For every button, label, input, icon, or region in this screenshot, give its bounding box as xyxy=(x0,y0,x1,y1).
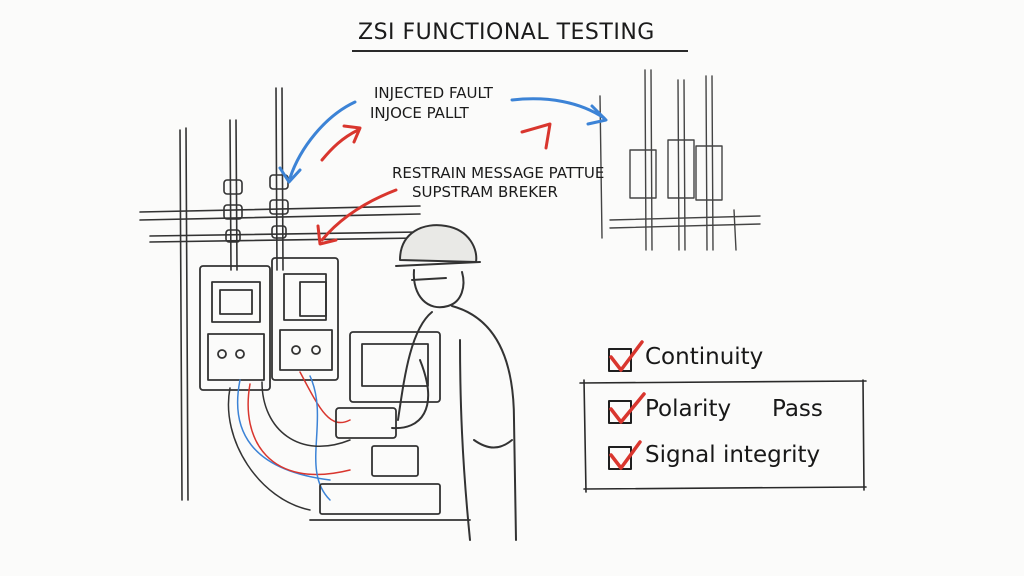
annotation-restrain-message: RESTRAIN MESSAGE PATTUE xyxy=(392,164,605,182)
annotation-inject-pallt: INJOCE PALLT xyxy=(370,104,469,122)
checklist-item-polarity: Polarity xyxy=(645,396,732,422)
signal-arrows xyxy=(278,97,608,246)
relay-cabinets xyxy=(199,257,339,391)
left-frame xyxy=(139,127,421,501)
technician-figure xyxy=(391,224,517,541)
right-substation xyxy=(599,69,761,251)
test-equipment xyxy=(309,331,471,521)
test-leads xyxy=(227,371,351,511)
left-posts xyxy=(223,87,289,271)
pass-label: Pass xyxy=(772,396,823,422)
page-title: ZSI FUNCTIONAL TESTING xyxy=(358,20,655,45)
checklist-item-continuity: Continuity xyxy=(645,344,764,370)
check-marks xyxy=(609,340,646,470)
title-underline xyxy=(352,50,688,52)
annotation-upstream-breaker: SUPSTRAM BREKER xyxy=(412,183,558,201)
annotation-injected-fault: INJECTED FAULT xyxy=(374,84,493,102)
checklist-item-signal-integrity: Signal integrity xyxy=(645,442,821,468)
checklist-frame xyxy=(579,379,867,493)
